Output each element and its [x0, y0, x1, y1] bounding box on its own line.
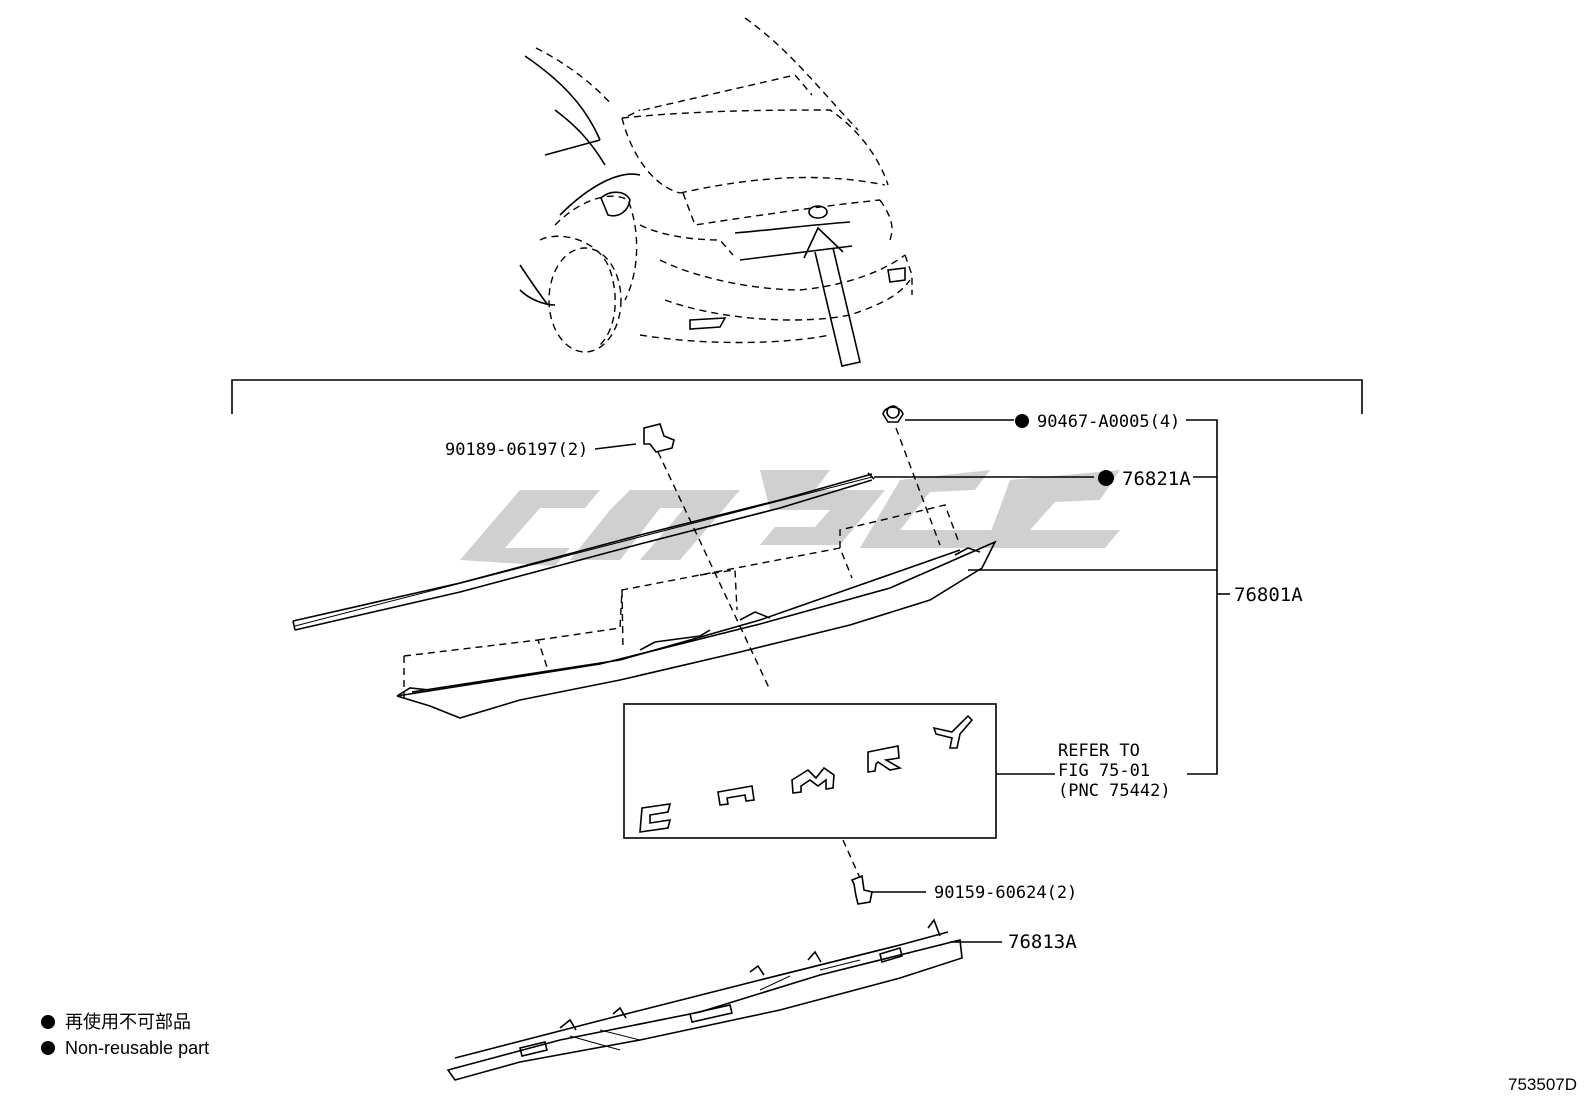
watermark-logo	[460, 470, 1120, 566]
emblem-letter-a	[717, 785, 755, 806]
non-reusable-marker	[1015, 414, 1029, 428]
callout-screw: 90159-60624(2)	[934, 883, 1077, 903]
callout-clip-upper: 90467-A0005(4)	[1037, 412, 1180, 432]
callout-emblem-ref-3: (PNC 75442)	[1058, 781, 1171, 801]
callout-emblem-ref-2: FIG 75-01	[1058, 761, 1150, 781]
legend-bullet-icon	[41, 1015, 55, 1029]
callout-clip: 90189-06197(2)	[445, 440, 588, 460]
car-rear-illustration	[519, 17, 913, 367]
callout-garnish-assy: 76801A	[1234, 584, 1303, 606]
screw-part-90159	[850, 874, 873, 905]
diagram-code: 753507D	[1508, 1075, 1577, 1094]
non-reusable-marker	[1098, 470, 1114, 486]
callout-emblem-ref-1: REFER TO	[1058, 741, 1140, 761]
clip-part-90189	[643, 423, 771, 691]
molding-strip	[292, 472, 875, 631]
emblem-letter-y	[932, 714, 974, 749]
emblem-letter-r	[867, 745, 903, 773]
legend: 再使用不可部品 Non-reusable part	[41, 1012, 209, 1058]
legend-bullet-icon	[41, 1041, 55, 1055]
emblem-box	[623, 703, 997, 879]
emblem-letter-c	[639, 803, 672, 833]
callout-lower-cover: 76813A	[1008, 931, 1077, 953]
legend-item-jp: 再使用不可部品	[65, 1012, 191, 1032]
garnish-panel	[396, 504, 997, 719]
callout-molding: 76821A	[1122, 468, 1191, 490]
leader-lines	[594, 419, 1230, 943]
legend-item-en: Non-reusable part	[65, 1038, 209, 1058]
clip-part-90467	[882, 405, 941, 546]
section-bracket	[231, 379, 1363, 414]
lower-cover-part	[446, 918, 963, 1081]
emblem-letter-m	[791, 766, 835, 794]
